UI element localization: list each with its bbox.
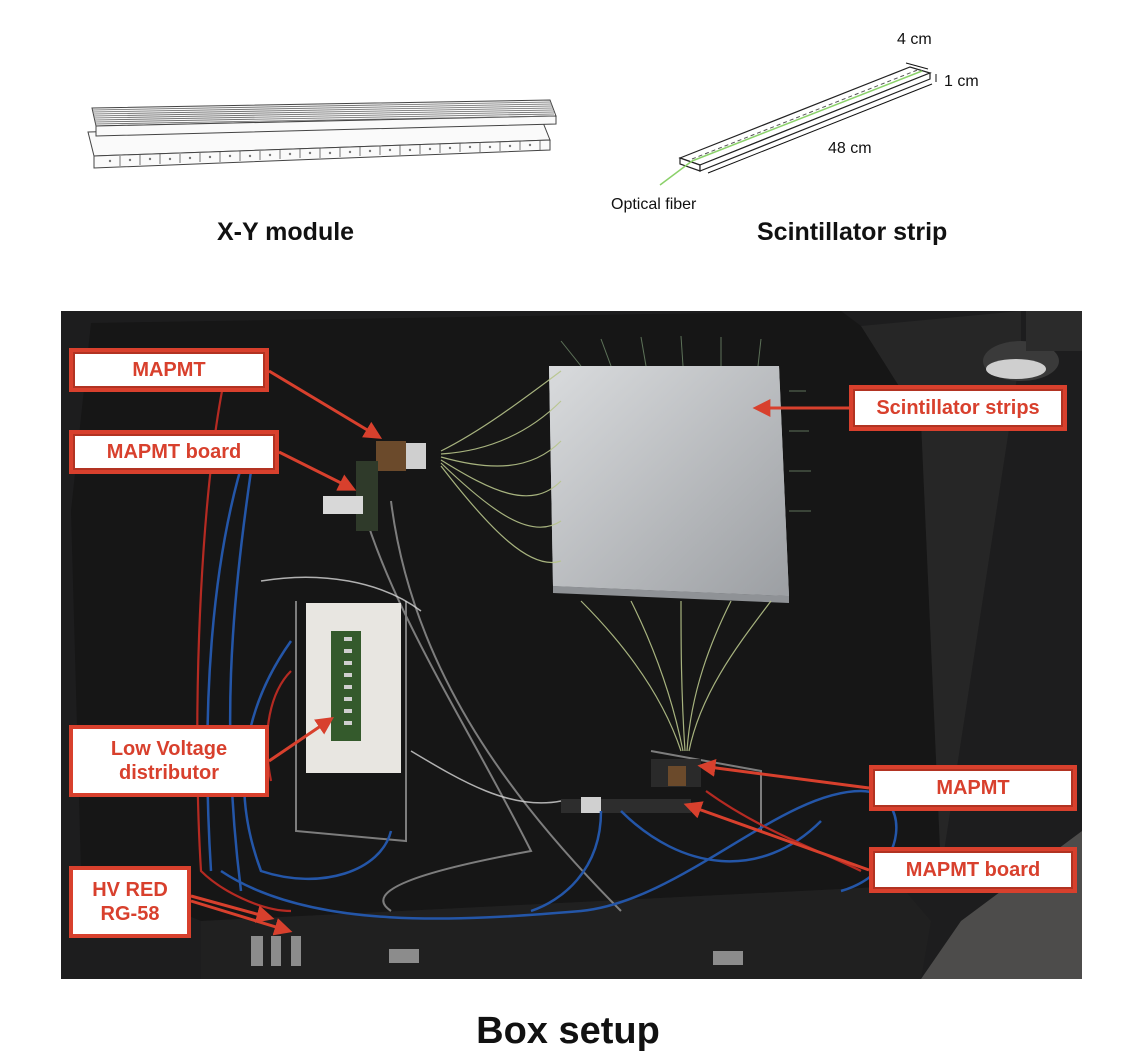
- xy-module-drawing: [87, 99, 557, 169]
- arrow-hv-2: [190, 899, 293, 936]
- dim-width-label: 4 cm: [897, 31, 932, 48]
- callout-mapmt-top: MAPMT: [69, 348, 269, 392]
- callout-mapmt-right-text: MAPMT: [936, 777, 1010, 799]
- arrow-mapmt-board-top: [278, 450, 357, 491]
- callout-hv-red: HV RED RG-58: [69, 866, 191, 938]
- dim-thickness-label: 1 cm: [944, 73, 979, 90]
- callout-mapmt-board-top: MAPMT board: [69, 430, 279, 474]
- arrow-mapmt-right: [697, 758, 870, 790]
- callout-hv-line1: HV RED: [92, 879, 168, 901]
- callout-low-voltage-distributor: Low Voltage distributor: [69, 725, 269, 797]
- callout-mapmt-top-text: MAPMT: [132, 359, 206, 381]
- callout-arrows: [190, 369, 870, 936]
- callout-low-voltage-line1: Low Voltage: [110, 738, 228, 760]
- arrow-mapmt-top: [268, 369, 383, 439]
- box-setup-caption: Box setup: [476, 1010, 660, 1052]
- callout-scintillator-strips-text: Scintillator strips: [876, 397, 1040, 419]
- callout-mapmt-board-right-text: MAPMT board: [905, 859, 1041, 881]
- callout-scintillator-strips: Scintillator strips: [849, 385, 1067, 431]
- callout-low-voltage-line2: distributor: [119, 762, 219, 784]
- scintillator-strip-caption: Scintillator strip: [757, 218, 948, 246]
- arrow-low-voltage: [268, 716, 334, 763]
- arrow-hv-1: [190, 894, 275, 923]
- callout-hv-line2: RG-58: [100, 903, 160, 925]
- callout-mapmt-right: MAPMT: [869, 765, 1077, 811]
- scintillator-strip-drawing: [659, 62, 937, 186]
- optical-fiber-label: Optical fiber: [611, 196, 697, 213]
- arrow-mapmt-board-right: [683, 801, 870, 872]
- box-setup-photo: MAPMT MAPMT board Scintillator strips Lo…: [61, 311, 1082, 979]
- callout-mapmt-board-top-text: MAPMT board: [106, 441, 242, 463]
- xy-module-caption: X-Y module: [217, 218, 355, 246]
- dim-length-label: 48 cm: [828, 140, 872, 157]
- callout-mapmt-board-right: MAPMT board: [869, 847, 1077, 893]
